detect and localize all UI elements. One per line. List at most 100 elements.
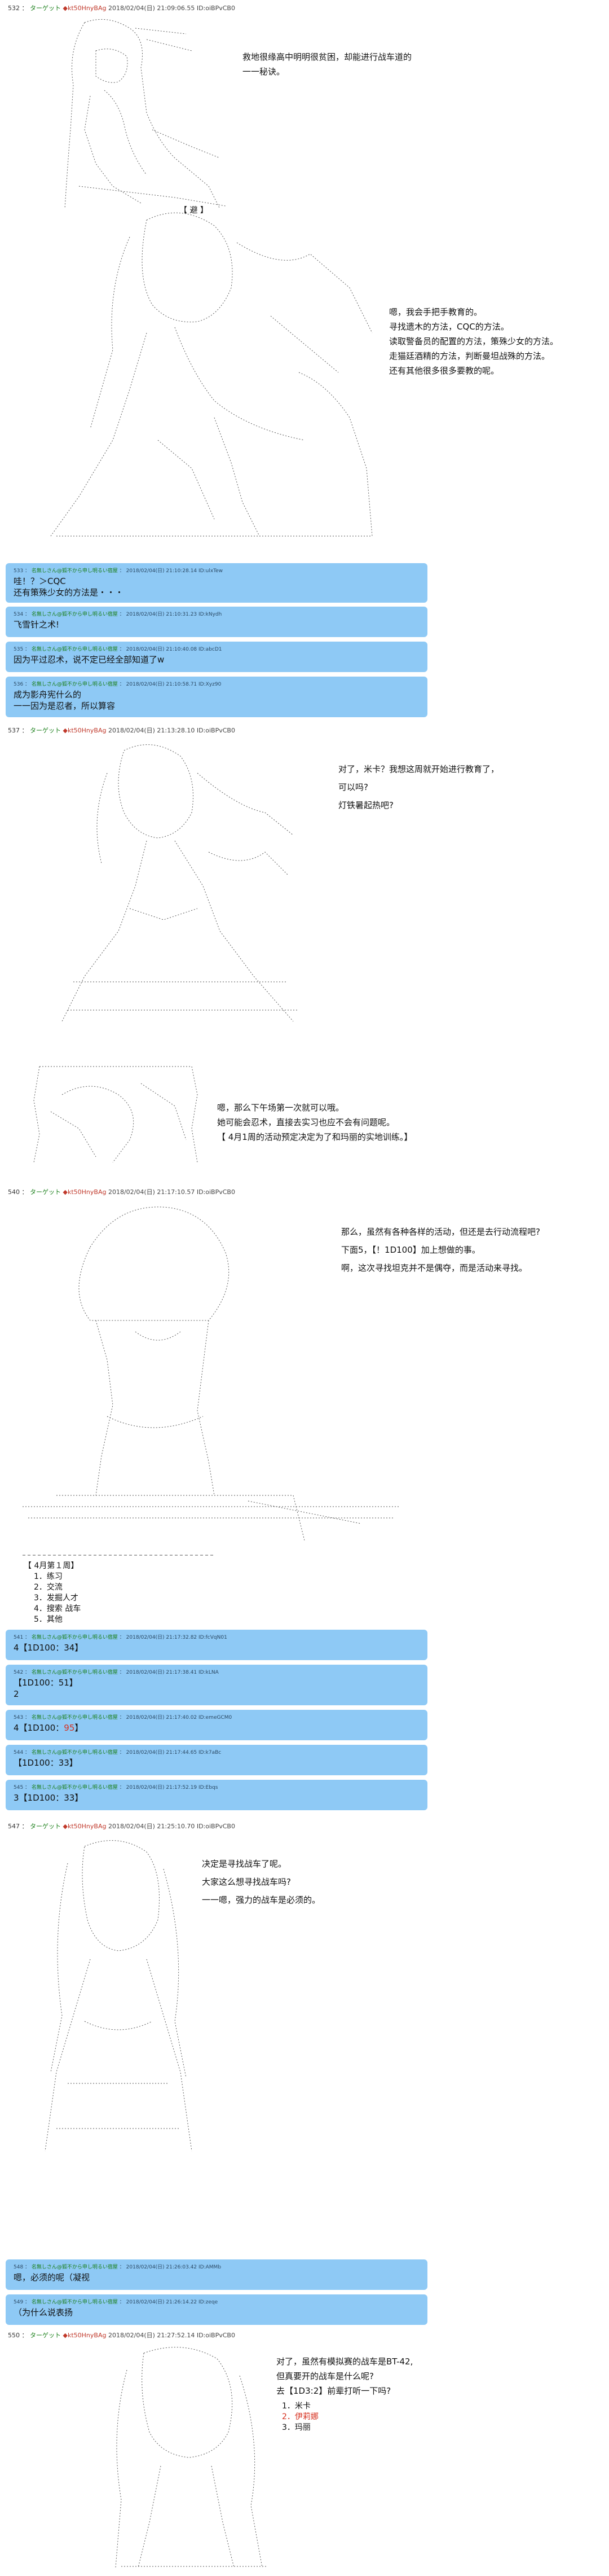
reply-header: 536 ： 名無しさん@狐不から申し明るい宿屋 ： 2018/02/04(日) … [14, 682, 222, 687]
poster-name: ターゲット [30, 5, 61, 12]
reply-number[interactable]: 535 [14, 647, 24, 652]
reply-meta: 2018/02/04(日) 21:26:14.22 ID:zeqe [126, 2299, 218, 2305]
reply-block: 541 ： 名無しさん@狐不から申し明るい宿屋 ： 2018/02/04(日) … [6, 1630, 427, 1660]
reply-meta: 2018/02/04(日) 21:26:03.42 ID:AMMb [126, 2265, 222, 2270]
reply-body: 飞雪针之术! [14, 619, 420, 630]
reply-line: 哇！？＞CQC [14, 576, 66, 586]
reply-name: 名無しさん@狐不から申し明るい宿屋 [31, 682, 118, 687]
reply-name: 名無しさん@狐不から申し明るい宿屋 [31, 612, 118, 617]
reply-line: 【1D100：51】 [14, 1678, 78, 1688]
choice-list: 1．米卡 2．伊莉娜 3．玛丽 [282, 2401, 319, 2433]
reply-body: 4【1D100：95】 [14, 1722, 420, 1734]
post-header: 532 ： ターゲット ◆kt50HnyBAg 2018/02/04(日) 21… [8, 5, 235, 12]
reply-body: （为什么说表扬 [14, 2307, 420, 2318]
post-meta: 2018/02/04(日) 21:13:28.10 ID:oiBPvCB0 [108, 727, 235, 734]
reply-number[interactable]: 543 [14, 1715, 24, 1721]
reply-header: 543 ： 名無しさん@狐不から申し明るい宿屋 ： 2018/02/04(日) … [14, 1715, 232, 1721]
poster-name: ターゲット [30, 1188, 61, 1196]
reply-header: 544 ： 名無しさん@狐不から申し明るい宿屋 ： 2018/02/04(日) … [14, 1750, 222, 1756]
reply-name: 名無しさん@狐不から申し明るい宿屋 [31, 1670, 118, 1675]
reply-header: 542 ： 名無しさん@狐不から申し明るい宿屋 ： 2018/02/04(日) … [14, 1670, 219, 1675]
divider-line [23, 1555, 214, 1556]
reply-meta: 2018/02/04(日) 21:17:44.65 ID:k7aBc [126, 1750, 222, 1756]
reply-number[interactable]: 548 [14, 2265, 24, 2270]
choice-item: 1．米卡 [282, 2402, 311, 2411]
reply-header: 541 ： 名無しさん@狐不から申し明るい宿屋 ： 2018/02/04(日) … [14, 1635, 227, 1640]
reply-line: 4【1D100：34】 [14, 1643, 83, 1653]
reply-line: 3【1D100：33】 [14, 1793, 83, 1803]
reply-name: 名無しさん@狐不から申し明るい宿屋 [31, 647, 118, 652]
narration-block: 嗯，那么下午场第一次就可以哦。 她可能会忍术，直接去实习也应不会有问题呢。 【 … [217, 1100, 412, 1144]
reply-line: 还有策殊少女的方法是・・・ [14, 587, 124, 598]
option-item: 2．交流 [34, 1583, 63, 1592]
post-number[interactable]: 537 [8, 727, 20, 734]
narration-line: 去【1D3:2】前辈打听一下吗? [276, 2386, 391, 2396]
narration-line: 灯铁暑起热吧? [338, 800, 394, 810]
reply-line: 因为平过忍术，说不定已经全部知道了w [14, 655, 165, 665]
ascii-art-figure [99, 2342, 273, 2570]
reply-body: 4【1D100：34】 [14, 1642, 420, 1653]
reply-number[interactable]: 541 [14, 1635, 24, 1640]
narration-line: 决定是寻找战车了呢。 [202, 1859, 287, 1869]
poster-trip: ◆kt50HnyBAg [63, 1188, 107, 1196]
poster-name: ターゲット [30, 2332, 61, 2339]
narration-line: 一一嗯，强力的战车是必须的。 [202, 1895, 321, 1905]
reply-number[interactable]: 533 [14, 568, 24, 574]
poster-trip: ◆kt50HnyBAg [63, 5, 107, 12]
ascii-art-figure-drawing [64, 19, 226, 209]
reply-number[interactable]: 549 [14, 2299, 24, 2305]
reply-body: 【1D100：51】 2 [14, 1677, 420, 1700]
option-list: 【 4月第１周】 1．练习 2．交流 3．发掘人才 4．搜索 战车 5．其他 [24, 1561, 81, 1625]
dice-suffix: 】 [74, 1723, 83, 1733]
reply-block: 533 ： 名無しさん@狐不から申し明るい宿屋 ： 2018/02/04(日) … [6, 563, 427, 603]
reply-body: 成为影舟宪什么的 一一因为是忍者，所以算容 [14, 689, 420, 712]
post-header: 550 ： ターゲット ◆kt50HnyBAg 2018/02/04(日) 21… [8, 2332, 235, 2339]
reply-name: 名無しさん@狐不から申し明るい宿屋 [31, 2265, 118, 2270]
post-meta: 2018/02/04(日) 21:17:10.57 ID:oiBPvCB0 [108, 1188, 235, 1196]
reply-meta: 2018/02/04(日) 21:17:32.82 ID:fcVqN01 [126, 1635, 227, 1640]
poster-trip: ◆kt50HnyBAg [63, 727, 107, 734]
poster-name: ターゲット [30, 1823, 61, 1830]
poster-trip: ◆kt50HnyBAg [63, 1823, 107, 1830]
reply-meta: 2018/02/04(日) 21:10:31.23 ID:kNydh [126, 612, 222, 617]
ascii-art-figure-drawing [33, 1066, 198, 1163]
post-number[interactable]: 547 [8, 1823, 20, 1830]
ascii-art-figure-drawing [61, 744, 299, 1022]
narration-block: 救地很缘高中明明很贫困，却能进行战车道的 一一秘诀。 [242, 50, 412, 79]
post-number[interactable]: 540 [8, 1188, 20, 1196]
choice-item: 3．玛丽 [282, 2423, 311, 2432]
reply-header: 548 ： 名無しさん@狐不から申し明るい宿屋 ： 2018/02/04(日) … [14, 2265, 222, 2270]
ascii-art-figure-drawing [50, 212, 373, 537]
narration-block: 那么，虽然有各种各样的活动，但还是去行动流程吧? 下面5，【！1D100】加上想… [341, 1225, 540, 1275]
reply-body: 哇！？＞CQC 还有策殊少女的方法是・・・ [14, 576, 420, 598]
post-number[interactable]: 550 [8, 2332, 20, 2339]
reply-meta: 2018/02/04(日) 21:17:38.41 ID:kLNA [126, 1670, 219, 1675]
reply-meta: 2018/02/04(日) 21:17:52.19 ID:Ebqs [126, 1785, 218, 1791]
ascii-art-figure-drawing [45, 1840, 192, 2152]
reply-header: 549 ： 名無しさん@狐不から申し明るい宿屋 ： 2018/02/04(日) … [14, 2299, 218, 2305]
reply-number[interactable]: 545 [14, 1785, 24, 1791]
reply-name: 名無しさん@狐不から申し明るい宿屋 [31, 1750, 118, 1756]
reply-line: 4【1D100：95】 [14, 1722, 420, 1734]
narration-line: 还有其他很多很多要教的呢。 [389, 366, 500, 376]
reply-number[interactable]: 534 [14, 612, 24, 617]
narration-line: 可以吗? [338, 782, 368, 792]
reply-number[interactable]: 542 [14, 1670, 24, 1675]
reply-line: 飞雪针之术! [14, 620, 60, 630]
reply-number[interactable]: 536 [14, 682, 24, 687]
ascii-art-figure [45, 203, 378, 542]
narration-block: 决定是寻找战车了呢。 大家这么想寻找战车吗? 一一嗯，强力的战车是必须的。 [202, 1857, 320, 1907]
option-item: 3．发掘人才 [34, 1594, 78, 1603]
dice-critical-value: 95 [64, 1723, 75, 1733]
reply-meta: 2018/02/04(日) 21:17:40.02 ID:emeGCM0 [126, 1715, 232, 1721]
narration-block: 对了，虽然有模拟赛的战车是BT-42, 但真要开的战车是什么呢? 去【1D3:2… [276, 2354, 413, 2398]
reply-meta: 2018/02/04(日) 21:10:58.71 ID:Xyz90 [126, 682, 222, 687]
reply-block: 543 ： 名無しさん@狐不から申し明るい宿屋 ： 2018/02/04(日) … [6, 1710, 427, 1740]
choice-item-selected: 2．伊莉娜 [282, 2412, 319, 2421]
post-number[interactable]: 532 [8, 5, 20, 12]
reply-line: （为什么说表扬 [14, 2307, 73, 2318]
post-meta: 2018/02/04(日) 21:09:06.55 ID:oiBPvCB0 [108, 5, 235, 12]
ascii-art-figure-drawing [115, 2347, 268, 2568]
reply-number[interactable]: 544 [14, 1750, 24, 1756]
post-meta: 2018/02/04(日) 21:27:52.14 ID:oiBPvCB0 [108, 2332, 235, 2339]
